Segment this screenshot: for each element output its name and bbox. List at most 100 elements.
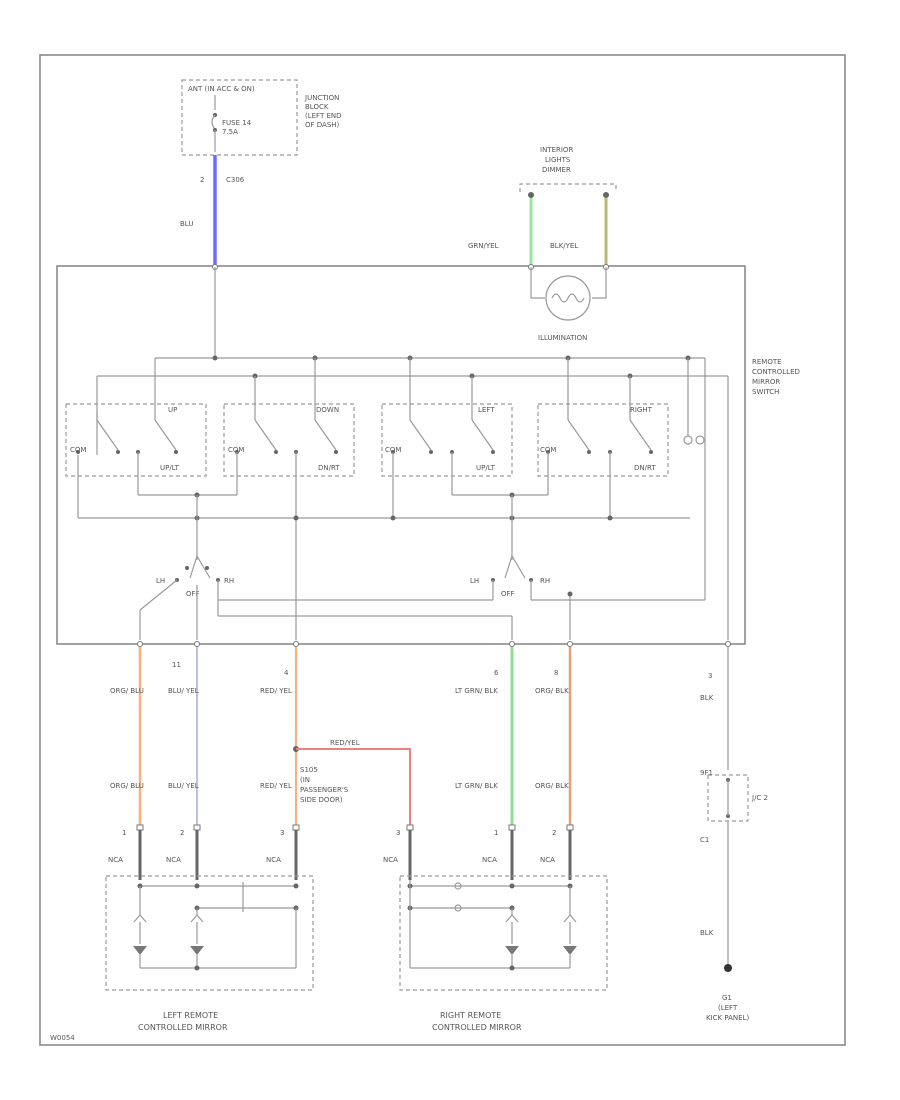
jumper-label: RED/YEL <box>330 739 360 747</box>
wire3-color: RED/ YEL <box>260 687 292 695</box>
right-remote-mirror <box>399 875 608 991</box>
ground-line2: KICK PANEL) <box>706 1014 749 1022</box>
label-right: RIGHT <box>630 406 653 414</box>
nca-4: NCA <box>383 856 398 864</box>
switch-illumination <box>683 358 705 445</box>
fuse-line1: FUSE 14 <box>222 119 252 127</box>
wire4-color: LT GRN/ BLK <box>455 687 498 695</box>
wire3-pin: 4 <box>284 669 289 677</box>
lower-red-yel: RED/ YEL <box>260 782 292 790</box>
lower-org-blu: ORG/ BLU <box>110 782 144 790</box>
wire4-pin: 6 <box>494 669 499 677</box>
label-left: LEFT <box>478 406 495 414</box>
wire1-pin: 11 <box>172 661 181 669</box>
ground-id: G1 <box>722 994 732 1002</box>
switch-down: DOWN COM DN/RT <box>223 358 355 640</box>
switch-line3: MIRROR <box>752 378 780 386</box>
ground-point <box>724 964 732 972</box>
right-mirror-motor-1-icon <box>505 946 519 955</box>
mirror-switch-box <box>56 265 746 645</box>
splice-line2: (IN <box>300 776 310 784</box>
wire1-color: BLU/ YEL <box>168 687 199 695</box>
switch-left: LEFT COM UP/LT <box>381 358 548 518</box>
selector-switch-2: LH RH OFF <box>218 495 705 640</box>
pin-1-left: 1 <box>122 829 126 837</box>
right-mirror-motor-2-icon <box>563 946 577 955</box>
left-mirror-motor-2-icon <box>190 946 204 955</box>
switch-up: UP COM UP/LT <box>65 358 237 496</box>
switch-line2: CONTROLLED <box>752 368 800 376</box>
label-com-right: COM <box>540 446 556 454</box>
junction-line1: JUNCTION <box>304 94 339 102</box>
label-left-sel: UP/LT <box>476 464 496 472</box>
red-yel-jumper <box>296 748 411 825</box>
pin-3-left: 3 <box>280 829 284 837</box>
pin-3-right: 3 <box>396 829 400 837</box>
splice-line3: PASSENGER'S <box>300 786 349 794</box>
rh-label-2: RH <box>540 577 550 585</box>
label-down-sel: DN/RT <box>318 464 340 472</box>
label-right-sel: DN/RT <box>634 464 656 472</box>
right-mirror-line1: RIGHT REMOTE <box>440 1011 501 1020</box>
left-mirror-line2: CONTROLLED MIRROR <box>138 1023 228 1032</box>
nca-1: NCA <box>108 856 123 864</box>
switch-right: RIGHT COM DN/RT <box>537 358 669 518</box>
wire-blk-yel: BLK/YEL <box>550 242 578 250</box>
diagram-code: W0054 <box>50 1034 75 1042</box>
label-down: DOWN <box>316 406 339 414</box>
label-com-down: COM <box>228 446 244 454</box>
jc-top-label: 9F1 <box>700 769 713 777</box>
off-label-1: OFF <box>186 590 200 598</box>
diagram-frame <box>39 54 846 1046</box>
power-pin: 2 <box>200 176 204 184</box>
illumination-label: ILLUMINATION <box>538 334 587 342</box>
wire5-pin: 8 <box>554 669 558 677</box>
nca-6: NCA <box>540 856 555 864</box>
power-connector: C306 <box>226 176 245 184</box>
label-com-up: COM <box>70 446 86 454</box>
lower-lt-grn-blk: LT GRN/ BLK <box>455 782 498 790</box>
ground-wire-color: BLK <box>700 929 714 937</box>
jc-label: J/C 2 <box>751 794 768 802</box>
junction-line2: BLOCK <box>305 103 329 111</box>
switch-line4: SWITCH <box>752 388 779 396</box>
power-source-label: ANT (IN ACC & ON) <box>188 85 255 93</box>
label-up-sel: UP/LT <box>160 464 180 472</box>
fuse-symbol <box>211 114 216 130</box>
lh-label-2: LH <box>470 577 479 585</box>
switch-line1: REMOTE <box>752 358 782 366</box>
lower-blu-yel: BLU/ YEL <box>168 782 199 790</box>
junction-block: ANT (IN ACC & ON) FUSE 14 7.5A JUNCTION … <box>181 79 342 156</box>
wire-grn-yel: GRN/YEL <box>468 242 499 250</box>
pin-2-left: 2 <box>180 829 184 837</box>
ground-line1: (LEFT <box>718 1004 738 1012</box>
interior-lights-dimmer: INTERIOR LIGHTS DIMMER <box>519 146 617 198</box>
jc-bottom-label: C1 <box>700 836 709 844</box>
label-com-left: COM <box>385 446 401 454</box>
left-mirror-line1: LEFT REMOTE <box>163 1011 218 1020</box>
junction-line4: OF DASH) <box>305 121 340 129</box>
right-mirror-line2: CONTROLLED MIRROR <box>432 1023 522 1032</box>
lower-org-blk: ORG/ BLK <box>535 782 569 790</box>
left-mirror-motor-1-icon <box>133 946 147 955</box>
wire2-color: ORG/ BLU <box>110 687 144 695</box>
nca-3: NCA <box>266 856 281 864</box>
splice-line1: S105 <box>300 766 318 774</box>
rh-label-1: RH <box>224 577 234 585</box>
lh-label-1: LH <box>156 577 165 585</box>
pin-2-right: 2 <box>552 829 556 837</box>
left-remote-mirror <box>105 875 314 991</box>
selector-switch-1: LH RH OFF <box>139 495 512 640</box>
wire6-pin: 3 <box>708 672 712 680</box>
wire6-color: BLK <box>700 694 714 702</box>
splice-line4: SIDE DOOR) <box>300 796 343 804</box>
nca-2: NCA <box>166 856 181 864</box>
pin-1-right: 1 <box>494 829 498 837</box>
lights-line1: INTERIOR <box>540 146 573 154</box>
wire5-color: ORG/ BLK <box>535 687 569 695</box>
power-wire-color: BLU <box>180 220 193 228</box>
junction-line3: (LEFT END <box>305 112 342 120</box>
label-up: UP <box>168 406 177 414</box>
off-label-2: OFF <box>501 590 515 598</box>
